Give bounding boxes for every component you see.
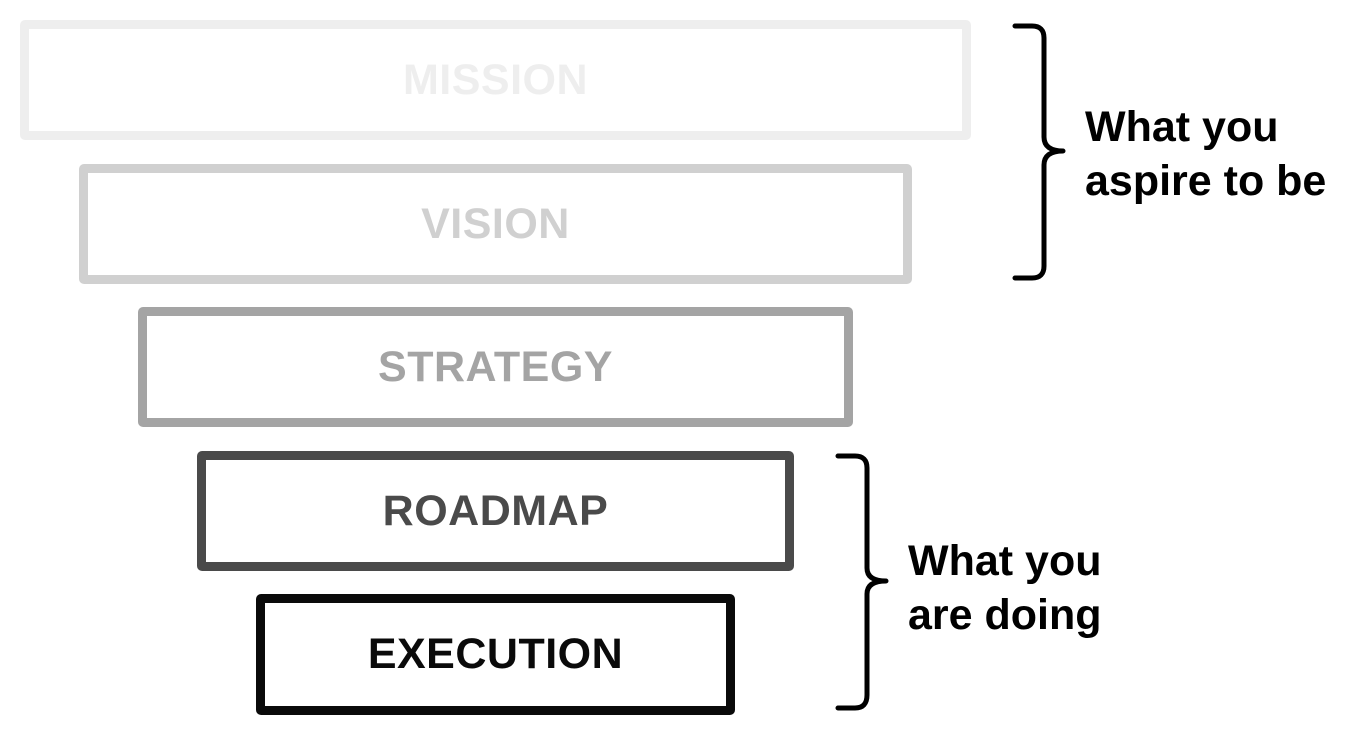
layer-mission: MISSION xyxy=(20,20,971,140)
layer-vision: VISION xyxy=(79,164,912,284)
group-label-aspire: What you aspire to be xyxy=(1085,100,1326,208)
layer-strategy: STRATEGY xyxy=(138,307,853,427)
layer-label-mission: MISSION xyxy=(402,55,589,104)
layer-label-execution: EXECUTION xyxy=(367,630,624,678)
layer-execution: EXECUTION xyxy=(256,594,735,715)
layer-roadmap: ROADMAP xyxy=(197,451,794,571)
group-label-aspire-line-1: What you xyxy=(1085,103,1279,151)
group-label-doing-line-1: What you xyxy=(908,537,1102,585)
group-label-doing-line-2: are doing xyxy=(908,591,1102,639)
doing-bracket-path xyxy=(835,453,889,711)
group-label-aspire-line-2: aspire to be xyxy=(1085,157,1327,205)
aspire-bracket-path xyxy=(1012,23,1066,281)
layer-label-strategy: STRATEGY xyxy=(378,342,613,391)
group-label-doing: What you are doing xyxy=(908,534,1102,642)
layer-label-vision: VISION xyxy=(421,199,570,248)
layer-label-roadmap: ROADMAP xyxy=(382,486,609,535)
aspire-bracket xyxy=(1012,23,1066,281)
doing-bracket xyxy=(835,453,889,711)
